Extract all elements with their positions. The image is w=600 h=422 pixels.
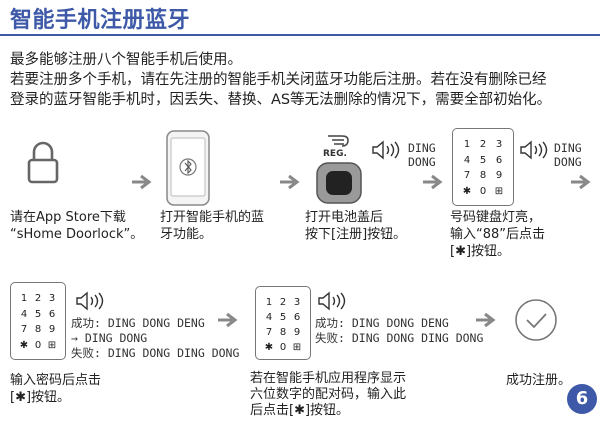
keypad-key: ✱ [19,339,29,351]
keypad-key: 8 [479,170,487,181]
speaker-sound-icon [318,291,348,311]
keypad-key: 3 [495,139,503,150]
keypad-key: 3 [48,293,56,304]
keypad-key: ⊞ [292,342,302,353]
step1-caption-line-1: 请在App Store下载 [10,210,126,225]
intro-line-1: 最多能够注册八个智能手机后使用。 [10,52,242,68]
keypad-key: 4 [265,312,273,323]
step2-caption-line-1: 打开智能手机的蓝 [160,210,265,225]
page-number-badge: 6 [567,384,597,414]
step4-caption-line-2: 输入“88”后点击 [450,227,546,242]
step6-result-fail: 失败: DING DONG DING DONG [315,331,484,345]
speaker-sound-icon [76,291,106,311]
arrow-right-icon [423,174,445,190]
keypad-key: 7 [20,324,28,335]
keypad-key: 9 [495,170,503,181]
step6-caption-line-1: 若在智能手机应用程序显示 [250,371,407,386]
step4-caption-line-1: 号码键盘灯亮， [450,210,542,225]
keypad-key: 6 [48,308,56,320]
keypad-key: ✱ [462,185,472,197]
keypad-key: ✱ [264,342,274,353]
keypad-key: 0 [479,185,487,197]
keypad-icon: 1 2 3 4 5 6 7 8 9 ✱ 0 ⊞ [255,286,311,360]
step4-caption-line-3: [✱]按钮。 [450,244,511,259]
step5-result-success: 成功: DING DONG DENG [71,316,205,330]
finger-press-icon [326,132,352,150]
step6-result-success: 成功: DING DONG DENG [315,316,449,330]
keypad-key: 2 [479,139,487,150]
register-button-icon [316,162,362,204]
sound-dong: DONG [554,155,582,169]
title-divider [0,34,600,36]
keypad-key: 4 [20,308,28,320]
reg-label: REG. [323,149,347,159]
arrow-right-icon [218,312,240,328]
keypad-key: 6 [293,312,301,323]
keypad-key: 1 [20,293,28,304]
step5-result-then: → DING DONG [71,331,148,345]
step5-caption-line-1: 输入密码后点击 [10,373,102,388]
keypad-key: 5 [34,308,42,320]
keypad-key: 7 [463,170,471,181]
step6-caption-line-2: 六位数字的配对码，输入此 [250,387,407,402]
step7-caption: 成功注册。 [506,373,572,388]
keypad-key: 0 [34,339,42,351]
keypad-key: 8 [34,324,42,335]
keypad-key: 2 [279,297,287,308]
smartphone-icon [166,130,210,206]
keypad-key: 8 [279,327,287,338]
keypad-key: ⊞ [494,185,504,197]
intro-line-3: 登录的蓝牙智能手机时，因丢失、替换、AS等无法删除的情况下，需要全部初始化。 [10,92,552,108]
sound-ding: DING [408,141,436,155]
keypad-key: ⊞ [47,339,57,351]
speaker-sound-icon [372,140,402,160]
sound-ding: DING [554,141,582,155]
step6-caption-line-3: 后点击[✱]按钮。 [250,403,350,418]
step2-caption-line-2: 牙功能。 [160,227,213,242]
step5-result-fail: 失败: DING DONG DING DONG [71,346,240,360]
check-circle-icon [514,298,558,342]
step3-caption-line-1: 打开电池盖后 [305,210,384,225]
keypad-key: 2 [34,293,42,304]
keypad-key: 7 [265,327,273,338]
keypad-key: 5 [279,312,287,323]
sound-dong: DONG [408,155,436,169]
speaker-sound-icon [520,140,550,160]
keypad-key: 1 [265,297,273,308]
keypad-key: 3 [293,297,301,308]
step5-caption-line-2: [✱]按钮。 [10,390,71,405]
lock-icon [26,140,60,186]
intro-line-2: 若要注册多个手机，请在先注册的智能手机关闭蓝牙功能后注册。若在没有删除已经 [10,72,547,88]
keypad-key: 9 [293,327,301,338]
keypad-key: 0 [279,342,287,353]
arrow-right-icon [571,174,593,190]
keypad-key: 5 [479,154,487,166]
keypad-key: 6 [495,154,503,166]
keypad-key: 1 [463,139,471,150]
step3-caption-line-2: 按下[注册]按钮。 [305,227,407,242]
keypad-icon: 1 2 3 4 5 6 7 8 9 ✱ 0 ⊞ [452,128,514,206]
keypad-key: 4 [463,154,471,166]
keypad-key: 9 [48,324,56,335]
arrow-right-icon [132,174,154,190]
keypad-icon: 1 2 3 4 5 6 7 8 9 ✱ 0 ⊞ [10,282,66,360]
arrow-right-icon [476,312,498,328]
page-title: 智能手机注册蓝牙 [10,8,191,33]
arrow-right-icon [280,174,302,190]
step1-caption-line-2: “sHome Doorlock”。 [10,227,144,242]
